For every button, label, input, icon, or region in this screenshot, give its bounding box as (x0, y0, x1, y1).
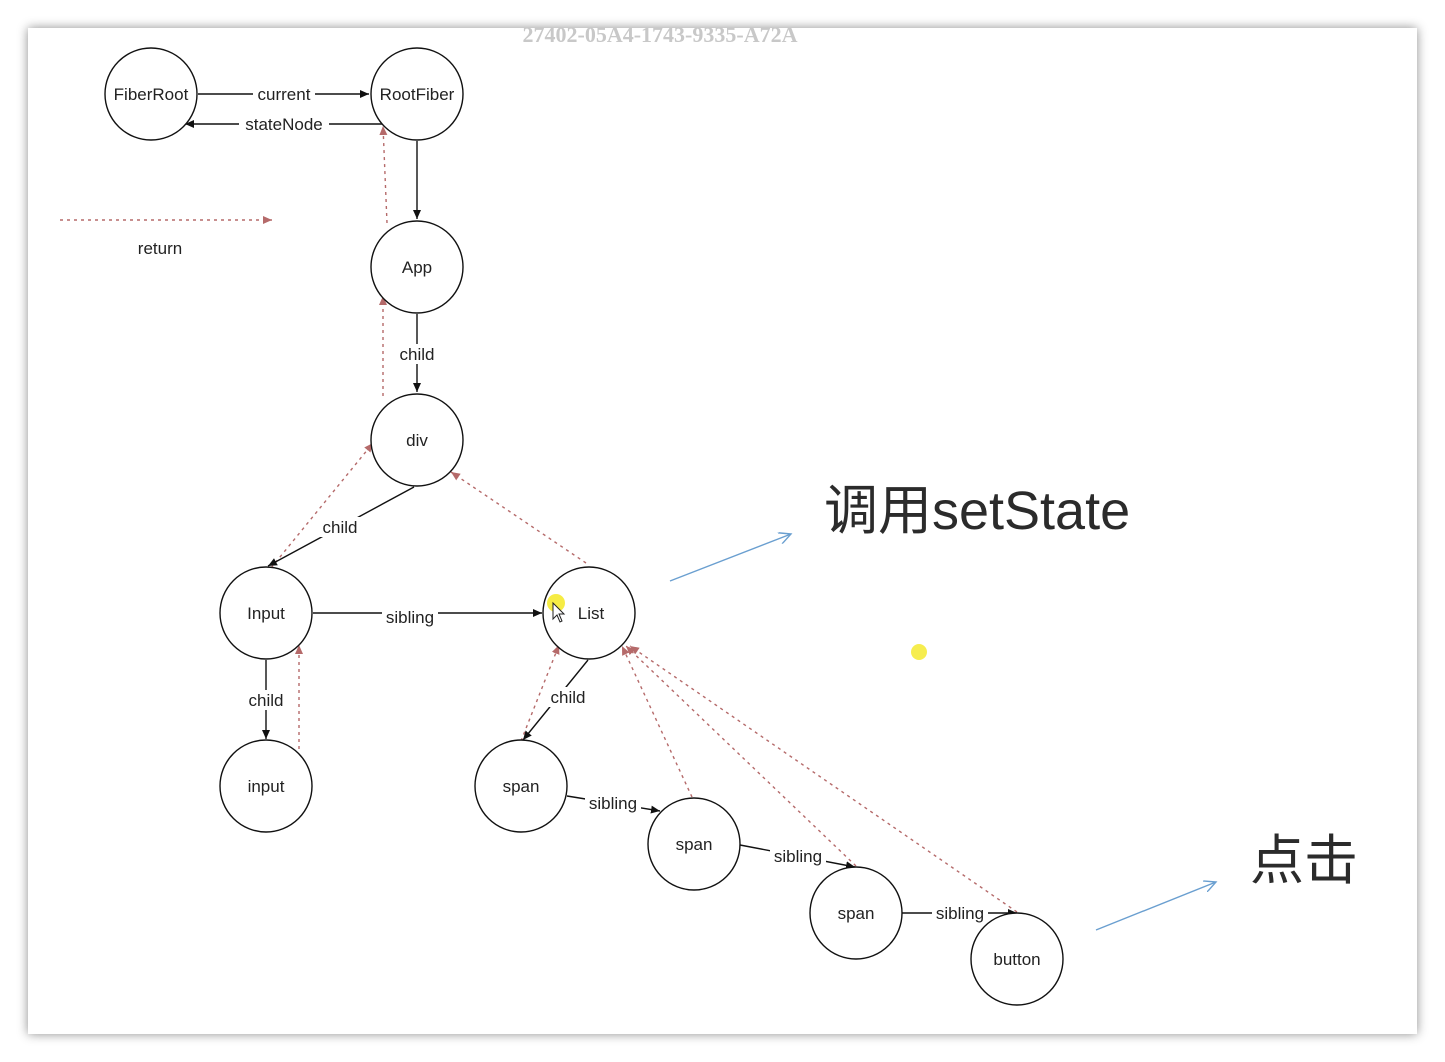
node-label-button: button (993, 950, 1040, 969)
node-label-input-element: input (248, 777, 285, 796)
node-label-input-component: Input (247, 604, 285, 623)
node-app: App (370, 220, 464, 314)
click-highlight-dot (911, 644, 927, 660)
node-button: button (970, 912, 1064, 1006)
return-edge-span1-list (520, 644, 560, 742)
return-edge-list-div (450, 471, 587, 564)
edge-label-div-child: child (323, 518, 358, 537)
edge-label-span3-sibling: sibling (936, 904, 984, 923)
return-edges (270, 125, 1018, 913)
edge-label-input-sibling: sibling (386, 608, 434, 627)
node-span-1: span (474, 739, 568, 833)
mouse-pointer-icon (552, 601, 566, 623)
cursor-highlight (547, 594, 565, 612)
return-edge-input-div (270, 442, 374, 569)
node-label-list: List (578, 604, 605, 623)
legend-return-label: return (138, 239, 182, 258)
node-label-fiberroot: FiberRoot (114, 85, 189, 104)
node-label-span-1: span (503, 777, 540, 796)
node-label-span-2: span (676, 835, 713, 854)
edge-label-list-child: child (551, 688, 586, 707)
return-edge-button-list (629, 645, 1018, 913)
return-edge-span2-list (621, 645, 693, 798)
node-input-element: input (219, 739, 313, 833)
node-rootfiber: RootFiber (370, 47, 464, 141)
node-input-component: Input (219, 566, 313, 660)
fiber-nodes: FiberRoot RootFiber App div Input List i… (104, 47, 1064, 1006)
click-annotation-arrow (1095, 882, 1216, 931)
edge-label-app-child: child (400, 345, 435, 364)
node-span-3: span (809, 866, 903, 960)
node-label-div: div (406, 431, 428, 450)
node-fiberroot: FiberRoot (104, 47, 198, 141)
return-edge-app-rootfiber (379, 125, 388, 224)
click-annotation-label: 点击 (1250, 831, 1358, 891)
edge-label-current: current (258, 85, 311, 104)
node-label-app: App (402, 258, 432, 277)
edge-label-input-child: child (249, 691, 284, 710)
setstate-annotation-arrow (669, 534, 791, 582)
node-list: List (542, 566, 636, 660)
edge-label-span1-sibling: sibling (589, 794, 637, 813)
node-div: div (370, 393, 464, 487)
node-span-2: span (647, 797, 741, 891)
node-label-rootfiber: RootFiber (380, 85, 455, 104)
edge-label-statenode: stateNode (245, 115, 323, 134)
setstate-annotation-label: 调用setState (824, 481, 1130, 541)
watermark-text: 27402-05A4-1743-9335-A72A (523, 22, 798, 47)
node-label-span-3: span (838, 904, 875, 923)
edge-label-span2-sibling: sibling (774, 847, 822, 866)
edge-labels: current stateNode child child sibling ch… (239, 84, 988, 923)
